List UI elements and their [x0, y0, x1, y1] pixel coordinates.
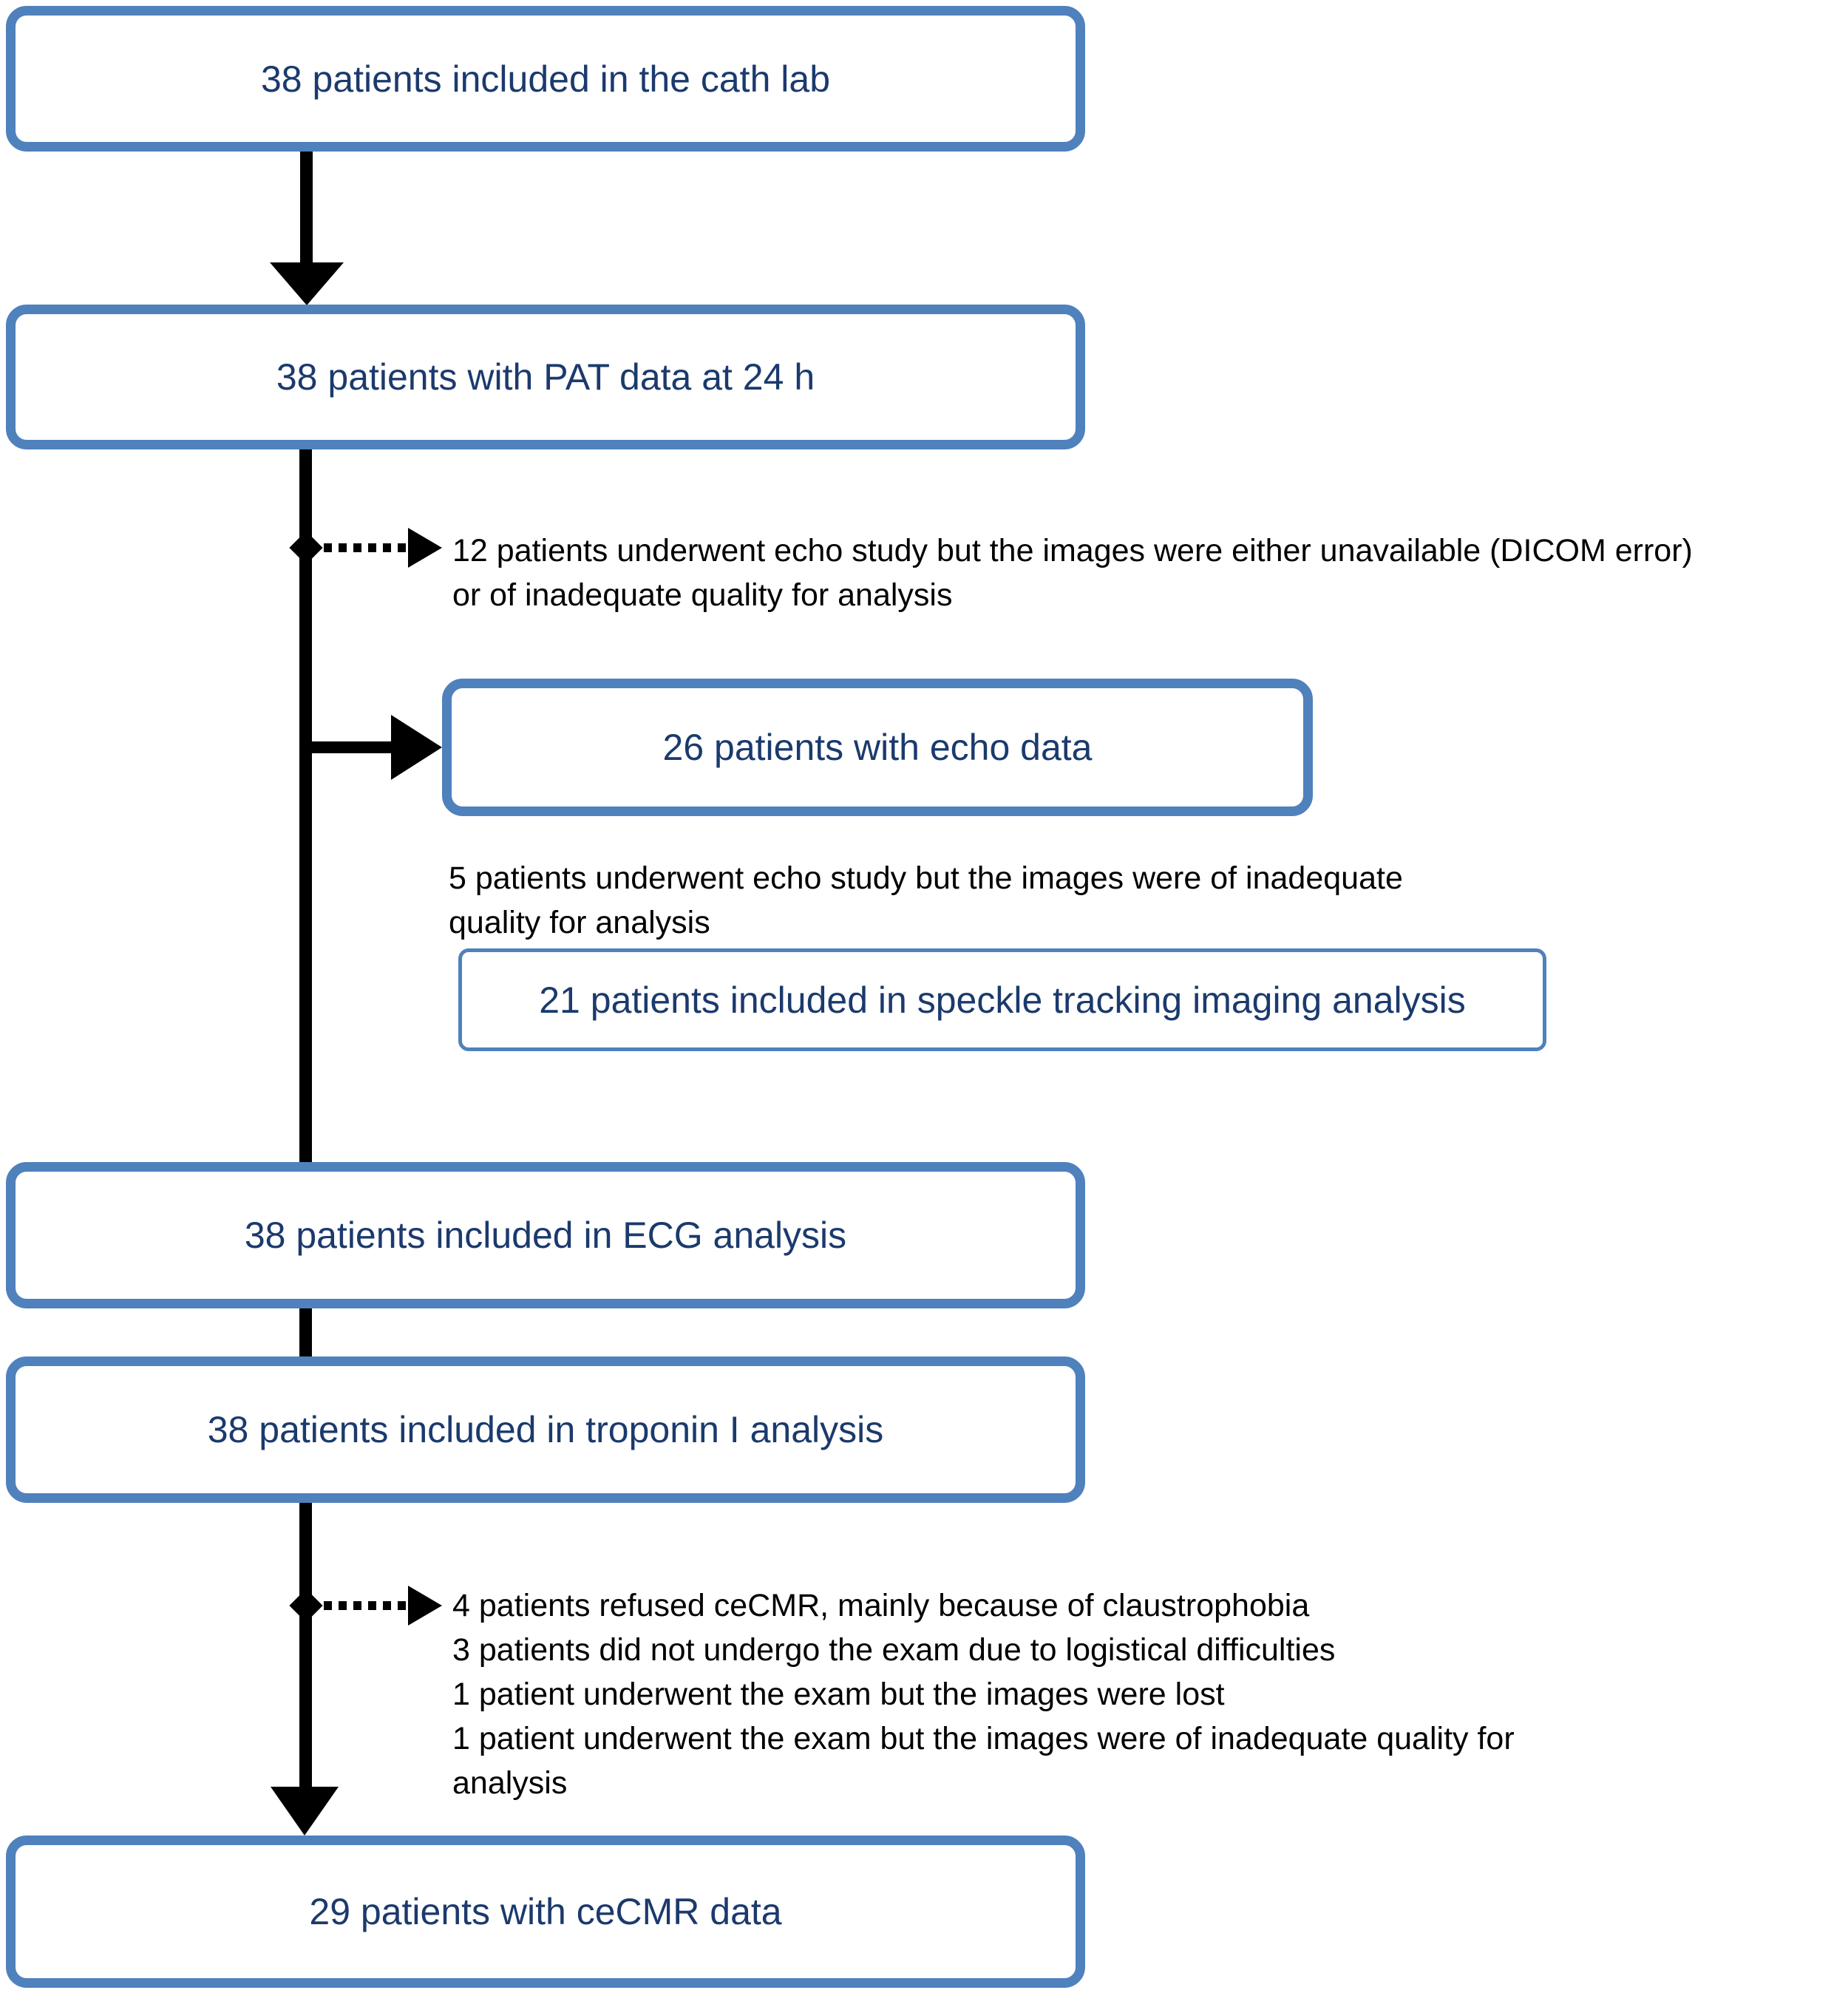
box-troponin-analysis: 38 patients included in troponin I analy… — [6, 1356, 1085, 1503]
box-pat-data-label: 38 patients with PAT data at 24 h — [276, 356, 815, 398]
note-speckle-exclusion-line: quality for analysis — [449, 905, 710, 940]
note-cecmr-exclusion-line: 4 patients refused ceCMR, mainly because… — [452, 1588, 1310, 1623]
box-echo-data: 26 patients with echo data — [442, 679, 1313, 816]
dotted-connector-echo-note — [324, 543, 407, 552]
dotted-connector-cecmr-note — [324, 1601, 407, 1610]
note-cecmr-exclusion: 4 patients refused ceCMR, mainly because… — [452, 1583, 1515, 1805]
note-cecmr-exclusion-line: 1 patient underwent the exam but the ima… — [452, 1677, 1225, 1712]
stem-ecg-to-troponin — [299, 1308, 312, 1356]
box-cecmr-data: 29 patients with ceCMR data — [6, 1836, 1085, 1988]
box-echo-data-label: 26 patients with echo data — [662, 727, 1093, 768]
box-cath-lab-label: 38 patients included in the cath lab — [261, 58, 830, 100]
note-echo-exclusion-line: or of inadequate quality for analysis — [452, 577, 953, 613]
arrow-stem-to-echo-shaft — [306, 741, 391, 753]
note-cecmr-exclusion-line: 1 patient underwent the exam but the ima… — [452, 1721, 1515, 1756]
note-speckle-exclusion-line: 5 patients underwent echo study but the … — [449, 860, 1403, 896]
box-cecmr-data-label: 29 patients with ceCMR data — [309, 1891, 782, 1932]
box-speckle-tracking-label: 21 patients included in speckle tracking… — [539, 979, 1466, 1021]
box-cath-lab: 38 patients included in the cath lab — [6, 6, 1085, 152]
arrow-cath-to-pat-shaft — [300, 152, 313, 263]
junction-diamond-echo — [289, 531, 323, 565]
note-echo-exclusion-line: 12 patients underwent echo study but the… — [452, 533, 1693, 568]
arrowhead-cecmr-note — [408, 1586, 442, 1626]
box-pat-data: 38 patients with PAT data at 24 h — [6, 305, 1085, 449]
arrowhead-to-cecmr — [271, 1787, 339, 1836]
arrow-stem-to-echo-head — [391, 715, 442, 780]
stem-pat-to-ecg — [299, 449, 312, 1162]
box-speckle-tracking: 21 patients included in speckle tracking… — [458, 948, 1546, 1051]
box-ecg-analysis-label: 38 patients included in ECG analysis — [244, 1215, 847, 1256]
box-troponin-analysis-label: 38 patients included in troponin I analy… — [207, 1409, 884, 1450]
note-speckle-exclusion: 5 patients underwent echo study but the … — [449, 856, 1403, 945]
note-echo-exclusion: 12 patients underwent echo study but the… — [452, 529, 1693, 617]
note-cecmr-exclusion-line: 3 patients did not undergo the exam due … — [452, 1632, 1336, 1668]
stem-troponin-to-cecmr — [299, 1503, 312, 1787]
junction-diamond-cecmr — [289, 1589, 323, 1623]
note-cecmr-exclusion-line: analysis — [452, 1765, 568, 1801]
arrow-cath-to-pat-head — [270, 262, 344, 305]
arrowhead-echo-note — [408, 528, 442, 568]
box-ecg-analysis: 38 patients included in ECG analysis — [6, 1162, 1085, 1308]
